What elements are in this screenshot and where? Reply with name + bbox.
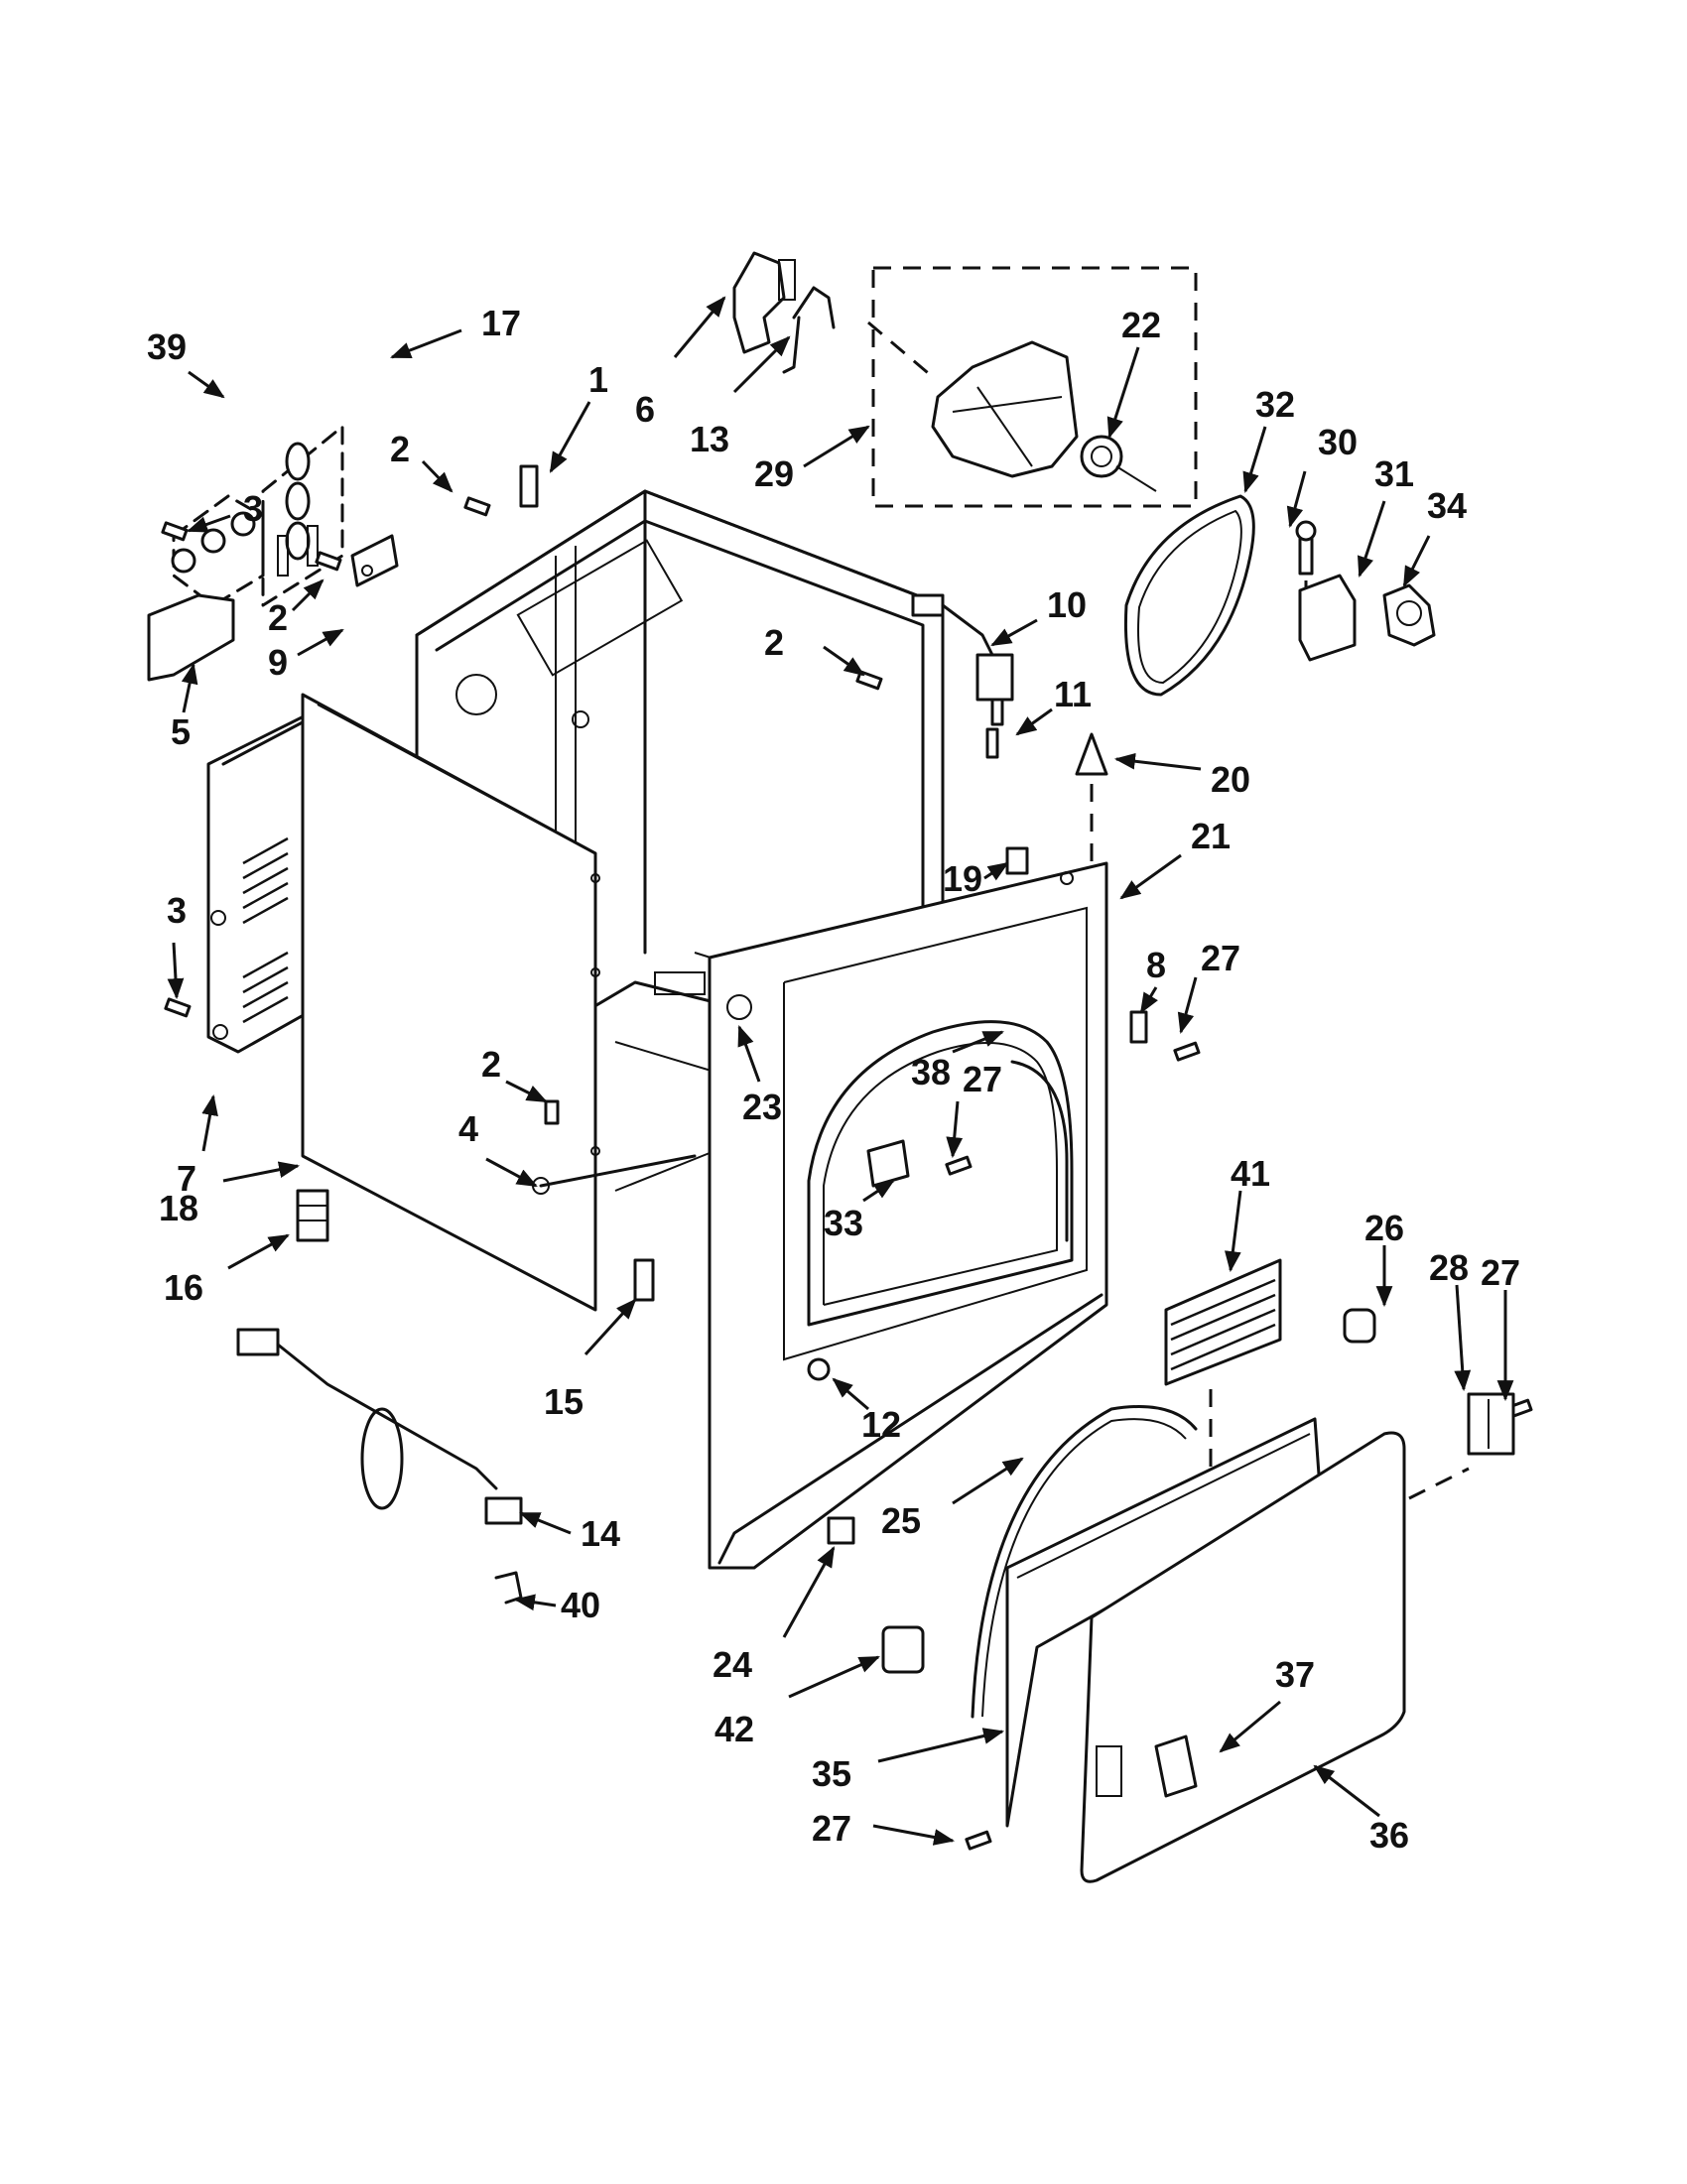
callout-23: 23 — [742, 1087, 782, 1127]
drive-belt — [1123, 494, 1255, 697]
door-hinge — [1408, 1392, 1515, 1500]
callout-28: 28 — [1429, 1247, 1469, 1288]
callout-18: 18 — [159, 1188, 198, 1228]
callout-40: 40 — [561, 1585, 600, 1625]
door-switch-parts — [807, 1357, 855, 1545]
callout-31: 31 — [1374, 453, 1414, 494]
callout-3-top: 3 — [243, 488, 263, 529]
callout-13: 13 — [690, 419, 729, 459]
wire-harness — [911, 593, 1014, 759]
callout-3-left: 3 — [167, 890, 187, 931]
callout-7: 7 — [177, 1158, 196, 1199]
callout-14: 14 — [581, 1513, 620, 1554]
callout-27-upper: 27 — [1201, 938, 1240, 978]
callout-33: 33 — [824, 1203, 863, 1243]
callout-38: 38 — [911, 1052, 951, 1092]
bottom-bracket — [633, 1258, 655, 1302]
callout-2-top: 2 — [390, 429, 410, 469]
callout-17: 17 — [481, 303, 521, 343]
callout-41: 41 — [1231, 1153, 1270, 1194]
drum-glide — [1075, 732, 1108, 863]
callout-26: 26 — [1364, 1208, 1404, 1248]
callout-9: 9 — [268, 642, 288, 683]
callout-32: 32 — [1255, 384, 1295, 425]
callout-22: 22 — [1121, 305, 1161, 345]
idler-bracket — [1295, 520, 1436, 662]
callout-19: 19 — [943, 858, 982, 899]
side-panel-right — [301, 693, 600, 1312]
motor-assembly — [867, 266, 1198, 508]
outer-door — [1080, 1431, 1406, 1883]
callout-27-mid: 27 — [963, 1059, 1002, 1099]
door-plug — [1343, 1308, 1376, 1344]
access-cover — [147, 593, 235, 682]
power-cord — [236, 1328, 523, 1605]
leveling-leg — [296, 1189, 329, 1242]
callout-20: 20 — [1211, 759, 1250, 800]
callout-42: 42 — [714, 1709, 754, 1749]
callout-12: 12 — [861, 1404, 901, 1445]
callout-29: 29 — [754, 453, 794, 494]
callout-35: 35 — [812, 1753, 851, 1794]
callout-8: 8 — [1146, 945, 1166, 985]
callout-25: 25 — [881, 1500, 921, 1541]
callout-5: 5 — [171, 711, 191, 752]
side-panel-left — [206, 707, 320, 1054]
door-strike — [866, 1139, 910, 1188]
motor-bracket — [732, 251, 836, 374]
callout-34: 34 — [1427, 485, 1467, 526]
callout-10: 10 — [1047, 584, 1087, 625]
callout-6: 6 — [635, 389, 655, 430]
callout-36: 36 — [1369, 1815, 1409, 1856]
callout-24: 24 — [713, 1644, 752, 1685]
callout-27-right: 27 — [1481, 1252, 1520, 1293]
front-panel — [708, 861, 1108, 1570]
callout-11: 11 — [1054, 674, 1092, 714]
callout-2-mid: 2 — [268, 597, 288, 638]
callout-16: 16 — [164, 1267, 203, 1308]
small-brackets — [519, 464, 1148, 1044]
screws — [161, 496, 1533, 1851]
callout-37: 37 — [1275, 1654, 1315, 1695]
callout-2-right: 2 — [764, 622, 784, 663]
callout-21: 21 — [1191, 816, 1231, 856]
door-handle — [881, 1625, 925, 1674]
callout-15: 15 — [544, 1381, 584, 1422]
callout-2-lower: 2 — [481, 1044, 501, 1085]
callout-39: 39 — [147, 326, 187, 367]
callout-30: 30 — [1318, 422, 1358, 462]
callout-4: 4 — [458, 1108, 478, 1149]
callout-27-bottom: 27 — [812, 1808, 851, 1849]
callout-labels: 39 17 1 6 13 29 22 32 30 31 34 2 3 2 9 5… — [147, 303, 1520, 1856]
terminal-block-group — [171, 425, 399, 607]
leader-lines — [167, 296, 1514, 1846]
callout-1: 1 — [588, 359, 608, 400]
